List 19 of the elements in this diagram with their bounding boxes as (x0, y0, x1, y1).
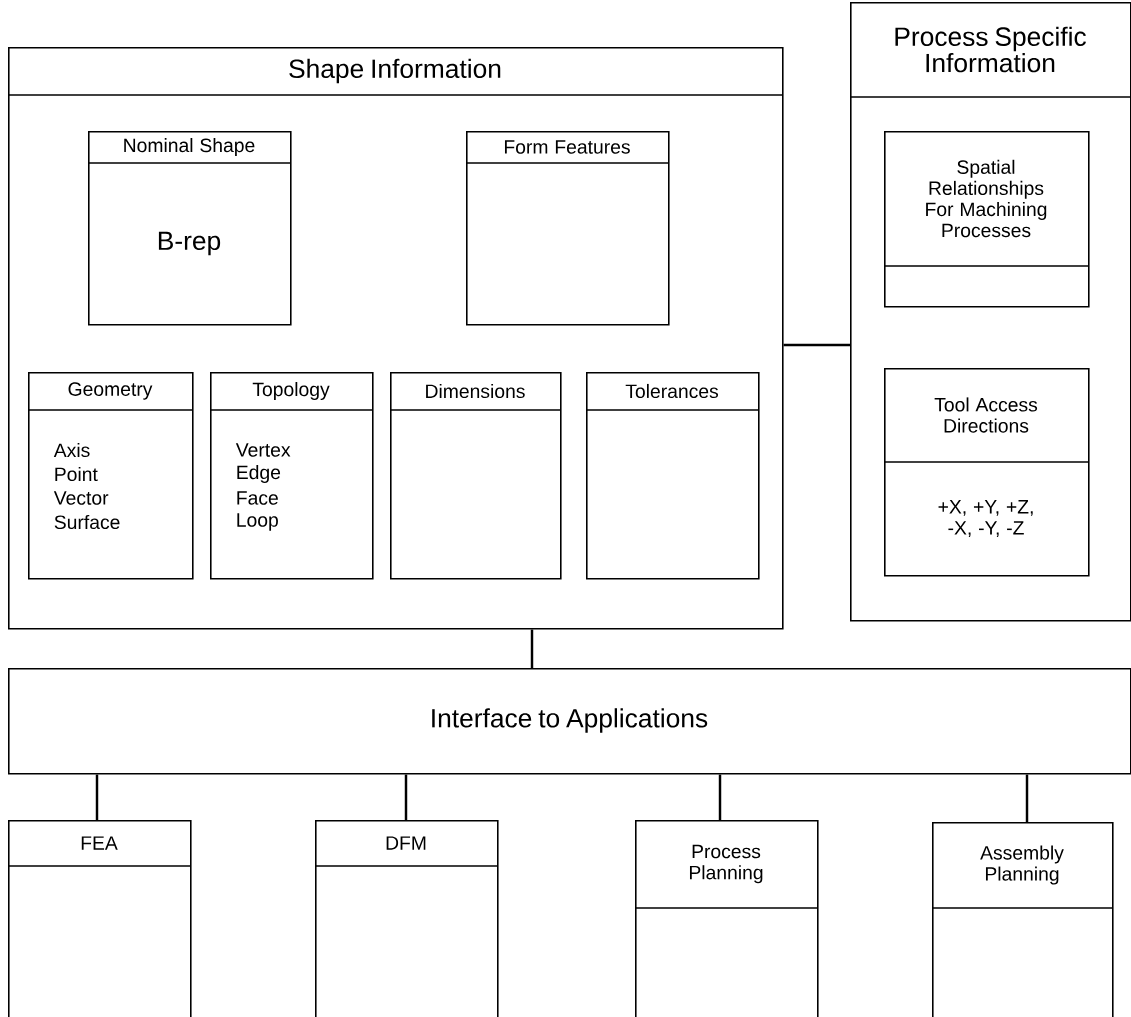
titled-box: Spatial Relationships For Machining Processes (883, 131, 1090, 308)
titled-box: FEA (7, 820, 192, 1017)
titled-box: Dimensions (389, 372, 562, 580)
connector-line (95, 774, 99, 820)
box: Interface to Applications (8, 668, 1131, 775)
titled-box: DFM (314, 820, 499, 1017)
titled-box: Geometry Axis Point Vector Surface (27, 372, 194, 580)
connector-line (530, 629, 534, 668)
titled-box: Tolerances (585, 372, 760, 580)
connector-line (404, 774, 408, 820)
titled-box: Nominal Shape B-rep (87, 131, 292, 326)
titled-box: Assembly Planning (931, 822, 1114, 1017)
titled-box: Form Features (465, 131, 670, 326)
titled-box: Topology Vertex Edge Face Loop (209, 372, 374, 580)
connector-line (718, 774, 722, 820)
connector-line (1025, 774, 1029, 822)
titled-box: Tool Access Directions +X, +Y, +Z, -X, -Y, -Z (883, 368, 1090, 577)
titled-box: Process Planning (634, 820, 819, 1017)
connector-line (783, 343, 850, 347)
